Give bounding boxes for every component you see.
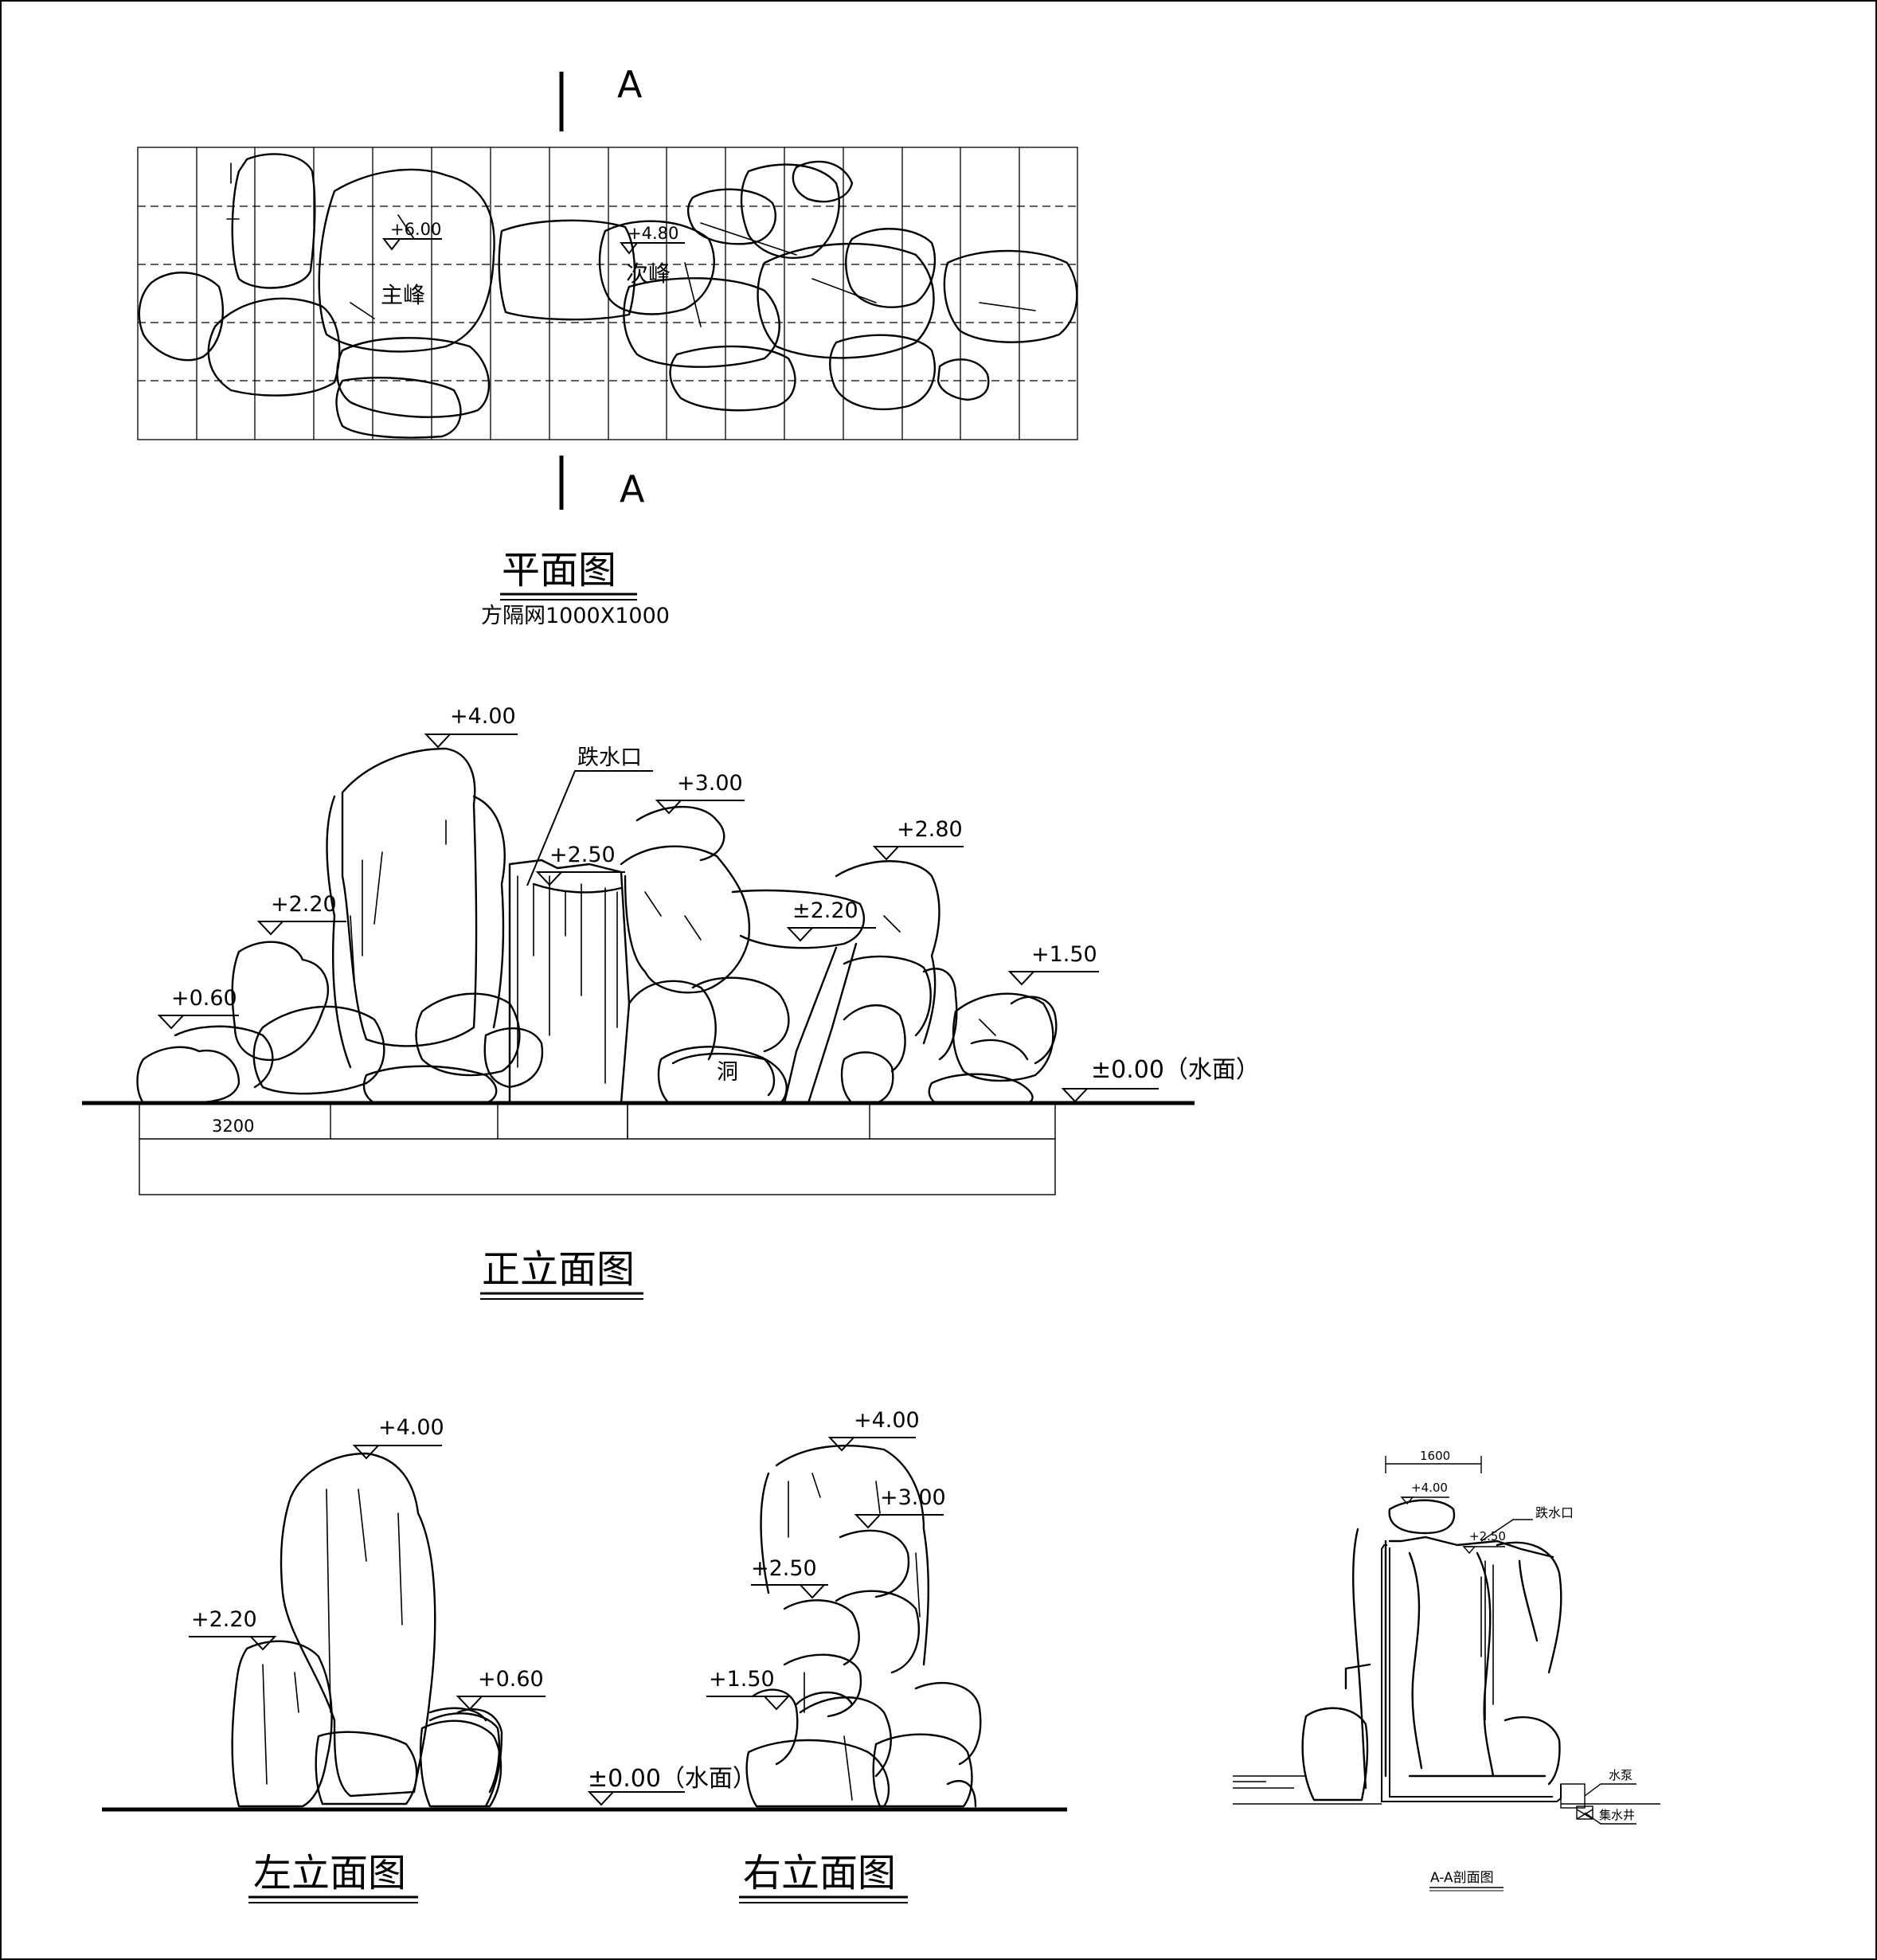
front-cave: 洞 (671, 1052, 776, 1097)
front-elev-300: +3.00 (655, 771, 745, 815)
section-elev-250: +2.50 (1462, 1529, 1506, 1555)
front-rocks (136, 747, 1058, 1105)
section-mark-top: A (617, 63, 643, 106)
right-title: 右立面图 (743, 1851, 896, 1895)
plan-elevation-main: +6.00 (381, 220, 442, 251)
section-elev-400: +4.00 (1400, 1481, 1449, 1505)
front-elev-250: +2.50 (535, 843, 625, 886)
front-elev-220-left: +2.20 (256, 892, 346, 936)
plan-elevation-secondary: +4.80 (619, 224, 685, 255)
front-elev-water: ±0.00（水面） (1061, 1056, 1260, 1103)
front-elev-280: +2.80 (872, 817, 964, 861)
elev-front-250: +2.50 (549, 843, 616, 867)
front-title: 正立面图 (482, 1247, 635, 1292)
left-elev-400: +4.00 (352, 1415, 444, 1460)
right-elev-250: +2.50 (751, 1556, 828, 1599)
elev-front-400: +4.00 (450, 704, 516, 729)
right-elev-400: +4.00 (827, 1408, 920, 1452)
left-elev-060: +0.60 (456, 1667, 546, 1711)
elev-right-400: +4.00 (854, 1408, 920, 1433)
right-elevation: +4.00 +3.00 +2.50 +1.50 ±0.00（水面） 右立面图 (587, 1408, 982, 1903)
right-elev-150: +1.50 (706, 1667, 791, 1711)
elev-right-water: ±0.00（水面） (588, 1765, 757, 1793)
section-pipe-system: 水泵 集水井 (1233, 1544, 1660, 1825)
section-outlet-callout: 跌水口 (1480, 1505, 1574, 1542)
right-rocks (745, 1444, 982, 1808)
elev-left-220: +2.20 (191, 1607, 257, 1632)
label-collection-well: 集水井 (1599, 1808, 1635, 1822)
label-main-peak: 主峰 (381, 282, 425, 308)
elev-right-150: +1.50 (709, 1667, 775, 1692)
elev-front-060: +0.60 (171, 986, 237, 1011)
plan-subtitle: 方隔网1000X1000 (481, 604, 670, 628)
elev-right-250: +2.50 (751, 1556, 817, 1581)
elev-secondary-peak: +4.80 (628, 224, 678, 243)
section-dimension: 1600 (1420, 1449, 1450, 1463)
elev-left-400: +4.00 (378, 1415, 444, 1440)
left-elevation: +4.00 +2.20 +0.60 左立面图 (102, 1415, 1067, 1903)
elev-front-280: +2.80 (897, 817, 963, 842)
plan-view: A A +6.00 +4.80 主峰 次峰 平面图 方隔网1000X1000 (137, 63, 1078, 628)
section-dimension-1600: 1600 (1385, 1449, 1482, 1473)
elev-front-220b: ±2.20 (792, 898, 858, 923)
front-dimension-3200: 3200 (212, 1117, 254, 1136)
elev-main-peak: +6.00 (390, 220, 441, 239)
left-elev-220: +2.20 (189, 1607, 277, 1651)
elev-front-water: ±0.00（水面） (1091, 1056, 1260, 1084)
label-cave: 洞 (717, 1060, 738, 1085)
elev-front-220a: +2.20 (271, 892, 337, 917)
plan-title: 平面图 (502, 548, 616, 593)
elev-front-150: +1.50 (1031, 942, 1097, 967)
elev-front-300: +3.00 (677, 771, 743, 796)
front-elevation: 洞 跌水口 +4.00 +3.00 +2.80 +2.50 (82, 704, 1260, 1300)
elev-right-300: +3.00 (880, 1485, 946, 1510)
section-a-a: 水泵 集水井 1600 +4.00 +2.50 跌水口 A-A剖面图 (1233, 1449, 1660, 1892)
right-elev-water: ±0.00（水面） (587, 1765, 757, 1806)
label-waterfall-outlet: 跌水口 (577, 745, 642, 770)
right-elev-300: +3.00 (854, 1485, 946, 1529)
label-section-outlet: 跌水口 (1535, 1505, 1574, 1520)
section-mark-bottom: A (620, 468, 645, 511)
left-title: 左立面图 (253, 1851, 406, 1895)
plan-rocks (138, 153, 1078, 439)
front-dimension-box: 3200 (139, 1102, 1056, 1195)
label-secondary-peak: 次峰 (626, 260, 671, 287)
front-elev-220-right: ±2.20 (786, 898, 876, 942)
front-elev-060: +0.60 (157, 986, 239, 1030)
elev-section-400: +4.00 (1411, 1481, 1448, 1495)
front-elev-400: +4.00 (424, 704, 518, 749)
left-rocks (231, 1452, 503, 1808)
label-pump: 水泵 (1609, 1768, 1633, 1782)
elev-left-060: +0.60 (478, 1667, 544, 1692)
front-waterfall-outlet-callout: 跌水口 (526, 745, 653, 886)
section-rocks (1301, 1499, 1562, 1802)
front-elev-150: +1.50 (1007, 942, 1099, 986)
section-cut-marks: A A (559, 63, 645, 511)
section-title: A-A剖面图 (1430, 1870, 1494, 1886)
